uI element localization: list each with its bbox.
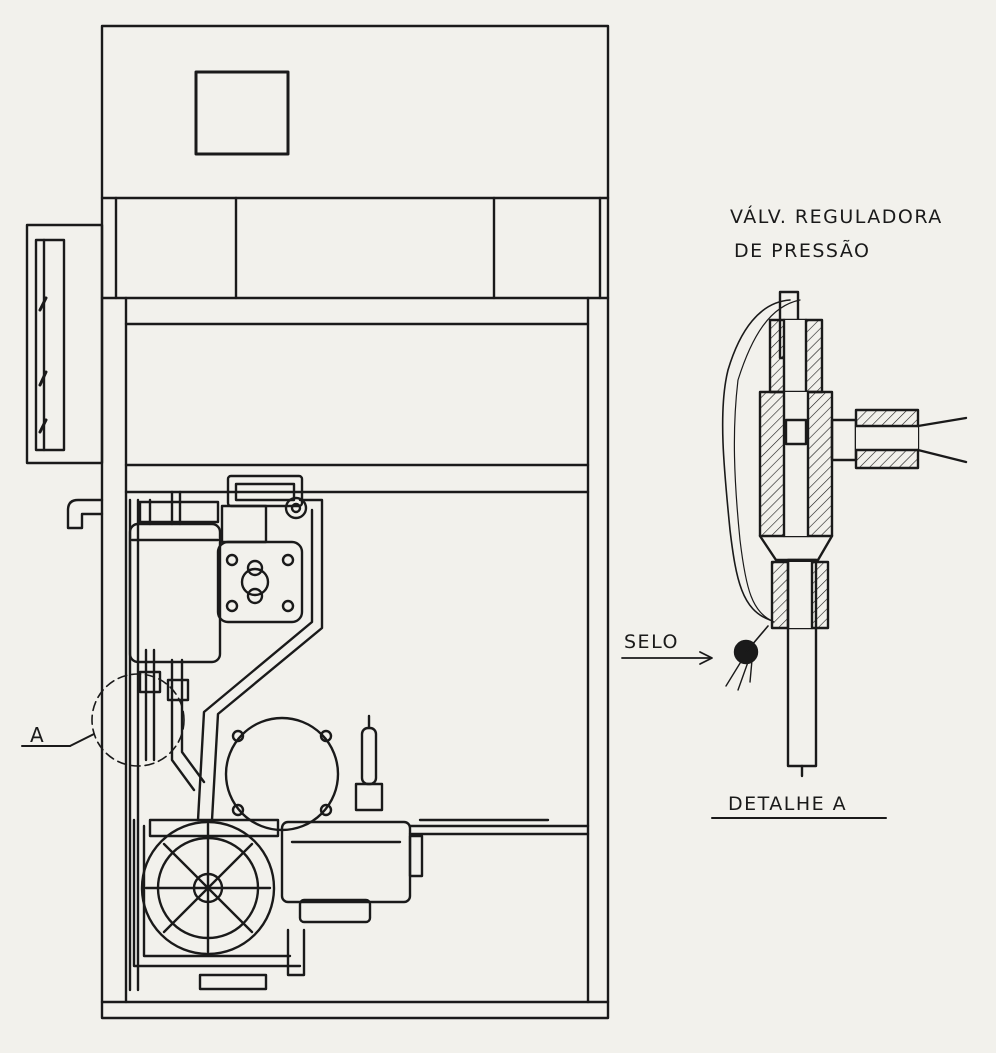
condenser-fan [140, 818, 280, 956]
top-access-panel [194, 70, 290, 156]
detail-a-callout-circle [91, 673, 185, 767]
detail-a-caption: DETALHE A [728, 793, 847, 815]
motor [224, 716, 340, 832]
detail-a-valve-drawing [621, 290, 968, 778]
cabinet-outer-frame [100, 24, 610, 1020]
seal-label: SELO [624, 631, 679, 653]
detail-a-callout-label: A [30, 723, 44, 747]
compressor [280, 820, 424, 924]
refrigeration-components [128, 474, 424, 992]
storage-tank [128, 522, 222, 664]
valve-label-line1: VÁLV. REGULADORA [730, 205, 943, 228]
side-dispenser-unit [25, 223, 104, 530]
cabinet-elevation [100, 24, 610, 1020]
valve-label-line2: DE PRESSÃO [734, 239, 870, 262]
pump-head [216, 504, 304, 624]
